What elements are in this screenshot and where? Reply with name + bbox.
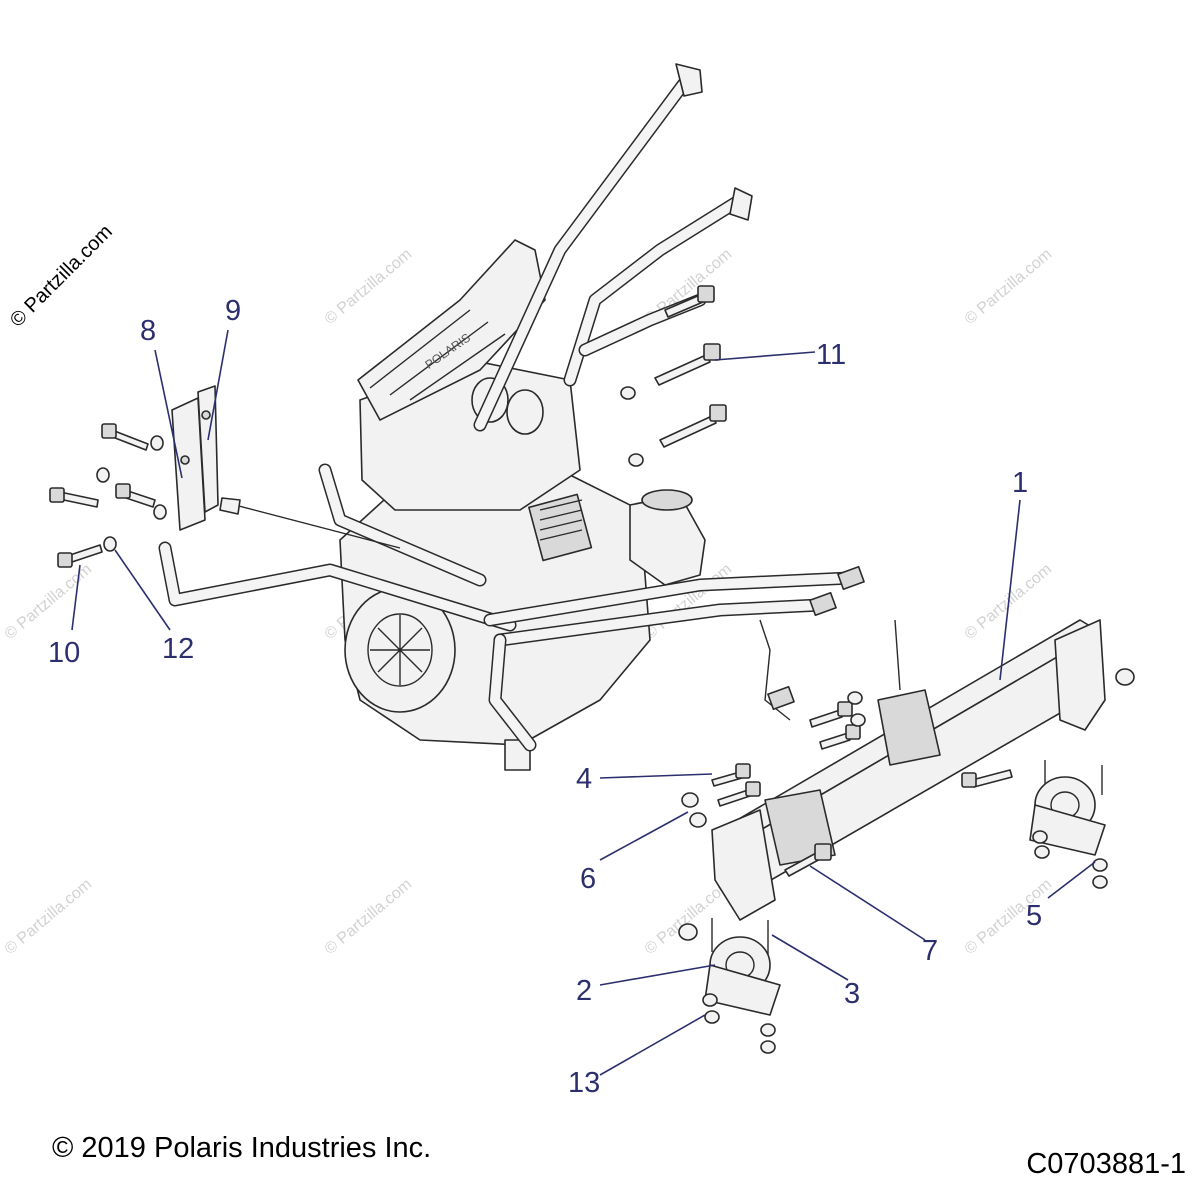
- engine-valve-cover: [357, 239, 546, 421]
- callout-6: 6: [580, 863, 596, 895]
- callout-3: 3: [844, 978, 860, 1010]
- callout-2: 2: [576, 975, 592, 1007]
- watermark-tile: © Partzilla.com: [322, 876, 416, 958]
- coolant-tubes: [158, 63, 865, 752]
- watermark-tile: © Partzilla.com: [2, 876, 96, 958]
- watermark-tile: © Partzilla.com: [322, 246, 416, 328]
- engine-assembly: POLARIS: [339, 239, 706, 771]
- watermark-main: © Partzilla.com: [6, 221, 117, 332]
- frame-crossmember: [711, 619, 1106, 921]
- engine-mount-right: [1029, 765, 1106, 856]
- callout-11: 11: [816, 339, 846, 371]
- callout-8: 8: [140, 315, 156, 347]
- callout-9: 9: [225, 295, 241, 327]
- callout-7: 7: [922, 935, 938, 967]
- leader-lines: [71, 329, 1096, 1076]
- mount-bracket-left: [171, 385, 219, 531]
- callout-4: 4: [576, 763, 592, 795]
- bracket-part-8: [171, 397, 206, 531]
- callout-13: 13: [568, 1067, 600, 1099]
- callout-1: 1: [1012, 467, 1028, 499]
- fasteners-frame: [681, 668, 1135, 877]
- fasteners-11: [620, 285, 727, 467]
- callout-12: 12: [162, 633, 194, 665]
- nuts: [702, 830, 1108, 1054]
- watermark-tile: © Partzilla.com: [962, 246, 1056, 328]
- watermark-tile: © Partzilla.com: [2, 561, 96, 643]
- callout-labels: 1 2 3 4 5 6 7 8 9 10 11 12 13: [48, 295, 1042, 1099]
- callout-5: 5: [1026, 900, 1042, 932]
- fasteners-left: [49, 423, 167, 568]
- engine-mount-left: [678, 918, 781, 1016]
- copyright-text: © 2019 Polaris Industries Inc.: [52, 1132, 432, 1164]
- callout-10: 10: [48, 637, 80, 669]
- diagram-code: C0703881-1: [1026, 1148, 1186, 1180]
